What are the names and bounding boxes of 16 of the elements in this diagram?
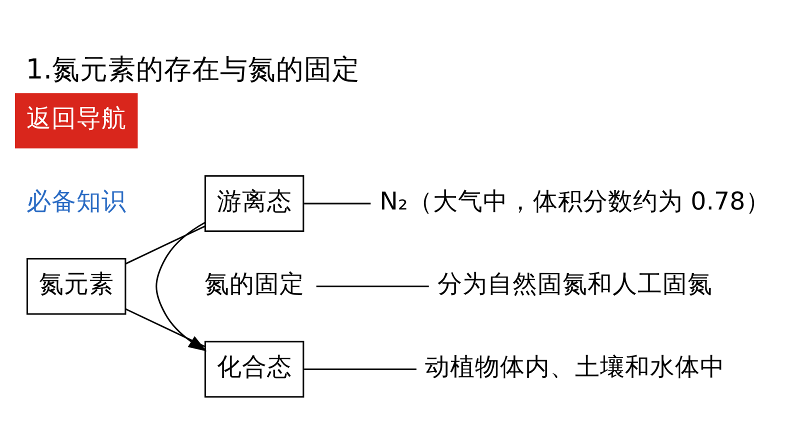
connector	[304, 202, 371, 204]
connector	[125, 225, 206, 264]
label: 必备知识	[26, 186, 126, 216]
connector	[304, 368, 416, 370]
node-text: 动植物体内、土壤和水体中	[424, 352, 725, 382]
connector	[316, 286, 429, 288]
node-box: 化合态	[204, 340, 304, 398]
node-text: 氮的固定	[204, 269, 304, 298]
node-text: 分为自然固氮和人工固氮	[437, 269, 712, 298]
node-box: 游离态	[204, 175, 304, 232]
node-box: 氮元素	[26, 258, 126, 315]
diagram-title: 1.氮元素的存在与氮的固定	[26, 52, 360, 86]
connector	[125, 308, 206, 348]
arrow	[156, 222, 207, 352]
label: 返回导航	[26, 104, 126, 133]
node-text: N₂（大气中，体积分数约为 0.78）	[380, 186, 770, 216]
